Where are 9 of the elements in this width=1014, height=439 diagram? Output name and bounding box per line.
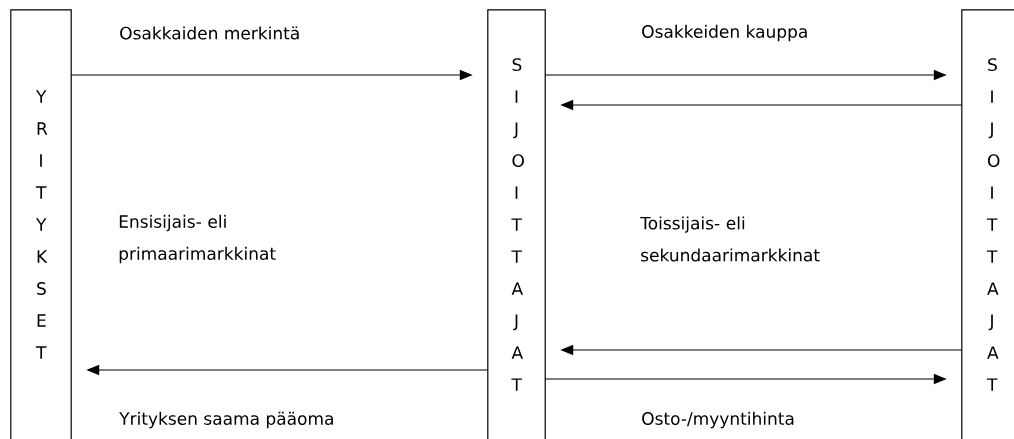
market-label: Ensisijais- eli primaarimarkkinat bbox=[119, 214, 276, 264]
edge-label: Osto-/myyntihinta bbox=[642, 411, 794, 429]
column-box: S I J O I T T A J A T bbox=[961, 9, 1014, 439]
edge-label: Osakkeiden kauppa bbox=[642, 24, 807, 42]
market-label: Toissijais- eli sekundaarimarkkinat bbox=[640, 216, 820, 262]
column-box: S I J O I T T A J A T bbox=[487, 9, 546, 439]
column-box: Y R I T Y K S E T bbox=[10, 9, 72, 439]
edge-label: Yrityksen saama pääoma bbox=[119, 411, 333, 429]
edge-label: Osakkaiden merkintä bbox=[120, 26, 299, 40]
